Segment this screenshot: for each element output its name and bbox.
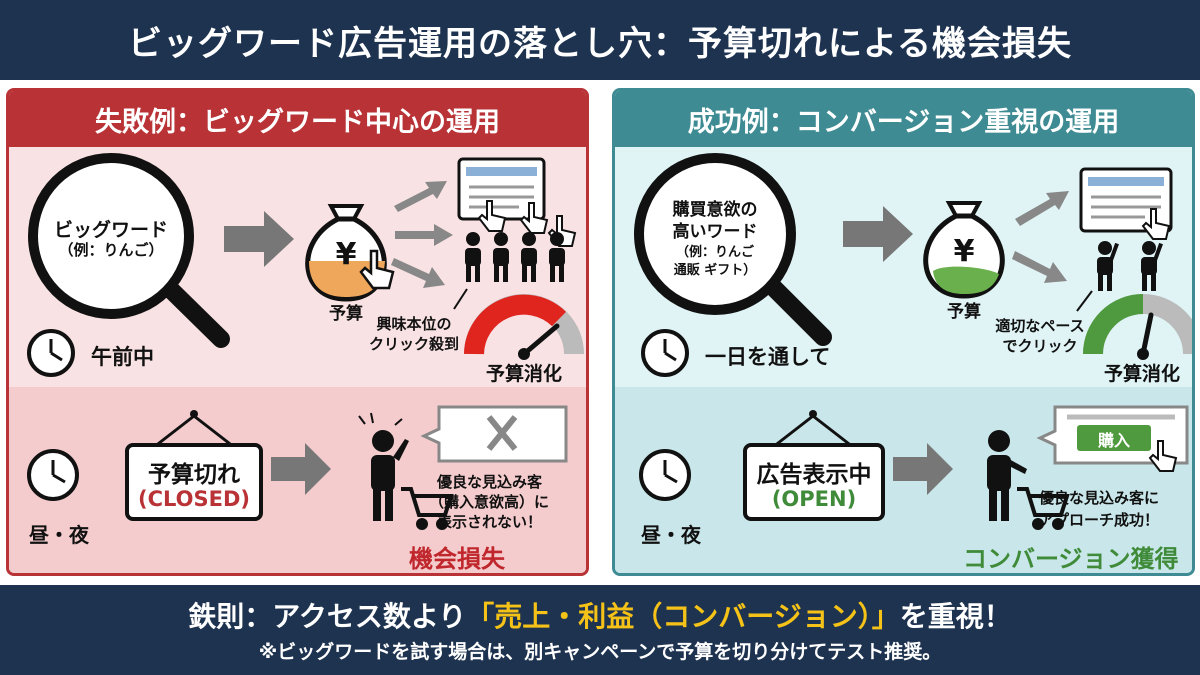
- opportunity-loss-label: 機会損失: [409, 545, 505, 573]
- page-title: ビッグワード広告運用の落とし穴：予算切れによる機会損失: [0, 0, 1200, 80]
- arrow-icon: [224, 211, 294, 267]
- magnifier-icon: [634, 153, 832, 346]
- gauge-label: 予算消化: [485, 363, 562, 385]
- stress-lines-icon: [358, 412, 403, 426]
- keyword-label: ビッグワード: [53, 219, 168, 241]
- crowd-icon: [465, 232, 565, 282]
- success-illustration: ¥: [634, 153, 1192, 530]
- time-morning-label: 午前中: [91, 345, 154, 369]
- success-panel-title: 成功例：コンバージョン重視の運用: [615, 91, 1192, 147]
- svg-text:¥: ¥: [954, 234, 975, 269]
- keyword-label-line2: 高いワード: [672, 222, 758, 242]
- keyword-example-line1: （例：りんご: [675, 245, 754, 260]
- cursor-hand-icon: [519, 202, 549, 234]
- clicks-label-line1: 興味本位の: [376, 315, 452, 333]
- result-line2: アプローチ成功！: [1039, 511, 1160, 529]
- rule-prefix: 鉄則：アクセス数より: [188, 600, 467, 633]
- keyword-label-line1: 購買意欲の: [672, 200, 758, 220]
- clicks-label-line2: でクリック: [1002, 337, 1078, 355]
- failure-panel-title: 失敗例：ビッグワード中心の運用: [9, 91, 586, 147]
- sign-status: (CLOSED): [138, 487, 250, 511]
- budget-gauge-icon: [464, 294, 584, 360]
- rule-highlight: 「売上・利益（コンバージョン）」: [466, 600, 900, 633]
- pointer-hand-icon: [359, 249, 395, 290]
- time-daynight-label: 昼・夜: [641, 523, 701, 547]
- clock-icon: [27, 329, 75, 377]
- speech-bubble-icon: [420, 405, 568, 463]
- sign-status: (OPEN): [771, 487, 857, 511]
- result-line1: 優良な見込み客: [437, 473, 543, 491]
- money-bag-icon: ¥: [923, 201, 1005, 299]
- budget-label: 予算: [947, 302, 981, 322]
- shopping-cart-icon: [401, 487, 454, 530]
- clicks-label-line2: クリック殺到: [368, 335, 459, 353]
- cursor-hand-icon: [1141, 208, 1171, 240]
- sign-text: 予算切れ: [148, 462, 240, 488]
- happy-person-icon: [987, 430, 1027, 521]
- open-sign-icon: [743, 410, 885, 521]
- time-daynight-label: 昼・夜: [29, 523, 89, 547]
- shopping-cart-icon: [1017, 487, 1070, 530]
- rule-suffix: を重視！: [899, 600, 1012, 633]
- buy-button-shape: [1077, 425, 1151, 451]
- time-allday-label: 一日を通して: [705, 345, 831, 369]
- conversion-label: コンバージョン獲得: [963, 545, 1179, 573]
- sign-text: 広告表示中: [756, 462, 872, 488]
- spread-arrows: [391, 181, 453, 288]
- clicks-label-line1: 適切なペース: [995, 317, 1085, 335]
- arrow-icon: [843, 206, 913, 262]
- result-line3: 表示されない！: [437, 513, 543, 531]
- gauge-label: 予算消化: [1103, 363, 1180, 385]
- clock-icon: [641, 329, 689, 377]
- closed-sign-icon: [125, 410, 263, 521]
- magnifier-icon: [28, 153, 230, 348]
- arrow-icon: [271, 443, 331, 495]
- clicking-people-icon: [1097, 241, 1163, 291]
- result-line2: （購入意欲高）に: [429, 493, 550, 511]
- budget-gauge-icon: [1083, 294, 1192, 360]
- budget-label: 予算: [329, 304, 363, 324]
- keyword-example: （例：りんご）: [58, 241, 164, 259]
- cursor-hand-icon: [1148, 440, 1178, 472]
- failure-panel: 失敗例：ビッグワード中心の運用 ¥: [6, 88, 589, 576]
- clock-icon: [639, 449, 691, 501]
- cursor-hand-icon: [477, 200, 507, 232]
- rule-text: 鉄則：アクセス数より「売上・利益（コンバージョン）」を重視！: [0, 595, 1200, 635]
- arrow-icon: [893, 443, 953, 495]
- footer-note: ※ビッグワードを試す場合は、別キャンペーンで予算を切り分けてテスト推奨。: [258, 641, 942, 663]
- spread-arrows: [1012, 191, 1069, 283]
- footer: 鉄則：アクセス数より「売上・利益（コンバージョン）」を重視！ ※ビッグワードを試…: [0, 585, 1200, 675]
- success-panel: 成功例：コンバージョン重視の運用 ¥: [612, 88, 1195, 576]
- worried-person-icon: [371, 430, 409, 521]
- svg-text:¥: ¥: [336, 237, 357, 272]
- keyword-example-line2: 通販 ギフト）: [673, 263, 757, 278]
- buy-button: 購入: [1097, 431, 1130, 450]
- failure-illustration: ¥: [27, 153, 584, 530]
- ad-window-icon: [1079, 167, 1173, 233]
- result-line1: 優良な見込み客に: [1039, 489, 1160, 507]
- clock-icon: [27, 449, 79, 501]
